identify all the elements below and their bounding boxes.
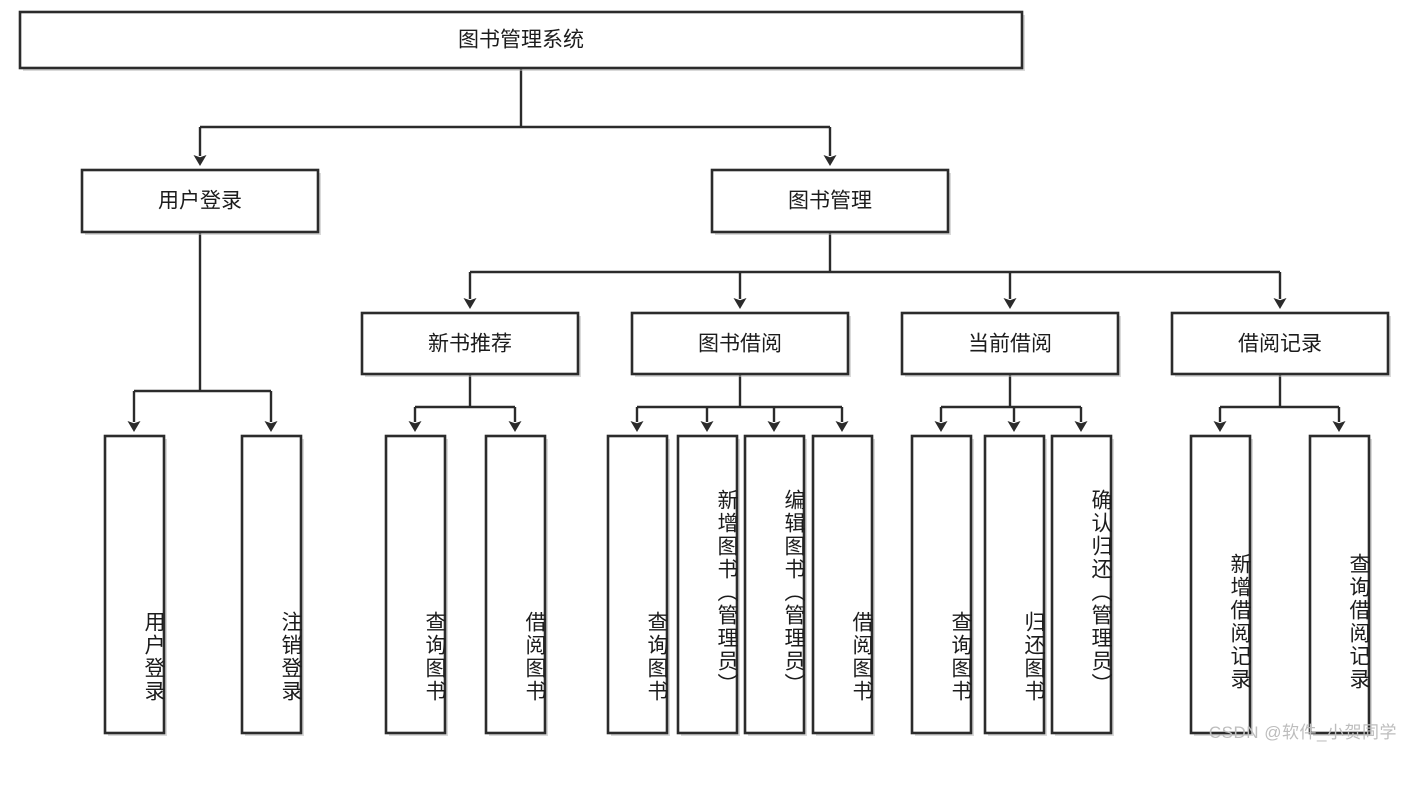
node-leaf-query-book-current[interactable]	[910, 434, 974, 736]
node-user-login-label: 用户登录	[158, 190, 242, 213]
node-user-login[interactable]: 用户登录	[80, 168, 321, 235]
node-leaf-user-login[interactable]	[103, 434, 167, 736]
node-leaf-borrow-book-new[interactable]	[484, 434, 548, 736]
csdn-watermark: CSDN @软件_小贺同学	[1208, 723, 1397, 742]
node-leaf-logout[interactable]	[240, 434, 304, 736]
node-book-management[interactable]: 图书管理	[710, 168, 951, 235]
node-book-borrow[interactable]: 图书借阅	[630, 311, 851, 377]
node-leaf-edit-book-admin[interactable]	[743, 434, 807, 736]
node-root[interactable]: 图书管理系统	[18, 10, 1025, 71]
node-root-label: 图书管理系统	[458, 29, 584, 52]
node-book-borrow-label: 图书借阅	[698, 333, 782, 356]
diagram-canvas: 图书管理系统 用户登录 图书管理 新书推荐	[18, 10, 1397, 742]
node-new-book-recommend[interactable]: 新书推荐	[360, 311, 581, 377]
node-leaf-add-book-admin[interactable]	[676, 434, 740, 736]
connector-layer	[127, 68, 1346, 432]
node-leaf-add-borrow-record[interactable]	[1189, 434, 1253, 736]
node-leaf-query-borrow-record[interactable]	[1308, 434, 1372, 736]
node-leaf-confirm-return-admin[interactable]	[1050, 434, 1114, 736]
node-layer: 图书管理系统 用户登录 图书管理 新书推荐	[18, 10, 1391, 736]
node-new-book-recommend-label: 新书推荐	[428, 333, 512, 356]
node-book-management-label: 图书管理	[788, 190, 872, 213]
node-leaf-query-book-borrow[interactable]	[606, 434, 670, 736]
flowchart-svg: 图书管理系统 用户登录 图书管理 新书推荐	[18, 10, 1391, 736]
node-current-borrow-label: 当前借阅	[968, 333, 1052, 356]
node-leaf-query-book-new[interactable]	[384, 434, 448, 736]
node-current-borrow[interactable]: 当前借阅	[900, 311, 1121, 377]
node-borrow-records-label: 借阅记录	[1238, 333, 1322, 356]
node-leaf-return-book[interactable]	[983, 434, 1047, 736]
node-leaf-borrow-book[interactable]	[811, 434, 875, 736]
node-borrow-records[interactable]: 借阅记录	[1170, 311, 1391, 377]
